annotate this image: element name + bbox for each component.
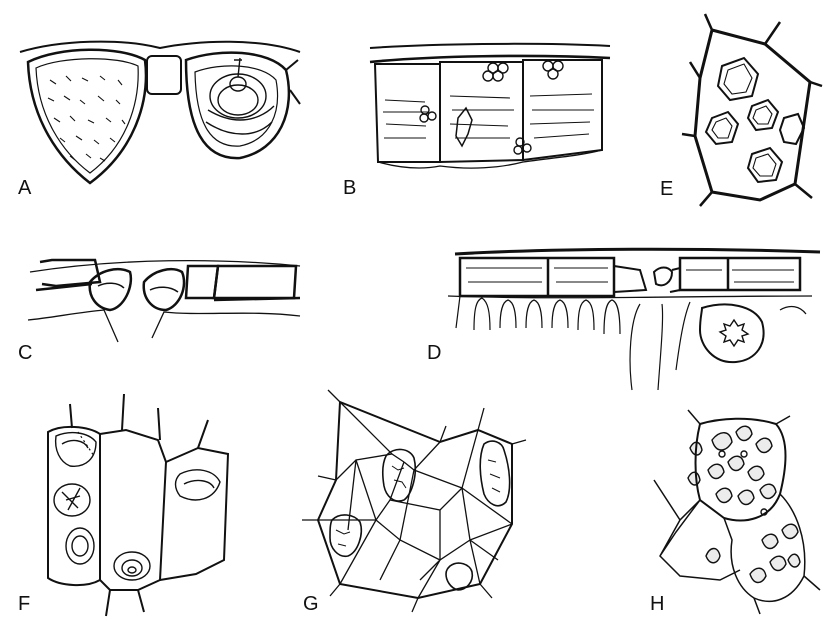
panel-label-h: H (650, 593, 664, 615)
panel-d-palisade-cells (456, 296, 806, 390)
panel-e-druse-crystals (706, 58, 804, 182)
panel-a-left-cell (28, 50, 146, 183)
panel-b-needle-crystal (456, 108, 472, 146)
panel-b-drawing (370, 44, 610, 168)
panel-a-drawing (20, 42, 300, 183)
panel-f-cell-right (160, 448, 228, 580)
panel-c-guard-cell-right-inner (150, 287, 178, 292)
panel-f-crystal-sections (54, 433, 220, 580)
panel-d-crystal-cell (700, 304, 764, 362)
panel-b-crystal-clusters (420, 61, 563, 154)
panel-h-cell-left-outer (654, 410, 820, 614)
panel-a-left-cell-striations (48, 76, 125, 161)
panel-a-right-cell (186, 53, 289, 159)
panel-f-drawing (48, 394, 228, 616)
panel-g-drawing (302, 390, 526, 612)
panel-d-druse (720, 320, 748, 346)
panel-a-left-cell-inner (36, 59, 138, 173)
panel-h-drawing (654, 410, 820, 614)
panel-label-e: E (660, 178, 673, 200)
panel-g-wall-stubs (302, 390, 526, 612)
panel-h-cell-lower (724, 494, 805, 601)
panel-g-outer-wall (318, 402, 512, 598)
panel-label-g: G (303, 593, 319, 615)
panel-labels: A B C D E F G H (18, 177, 673, 615)
panel-e-drawing (682, 14, 822, 206)
panel-a-upper-wall (20, 42, 300, 52)
panel-d-drawing (448, 249, 820, 390)
panel-c-guard-cell-left (90, 269, 131, 310)
panel-b-cell-lines (383, 94, 594, 138)
panel-c-mesophyll-line (28, 310, 300, 342)
panel-h-cell-left (660, 500, 740, 580)
panel-b-upper-wall (370, 44, 610, 48)
panel-c-guard-cell-left-inner (98, 283, 124, 288)
panel-c-cell-2 (186, 266, 218, 298)
panel-label-b: B (343, 177, 356, 199)
panel-label-f: F (18, 593, 30, 615)
panel-d-cell-lines (466, 268, 794, 282)
panel-d-upper-wall (455, 249, 820, 254)
panel-d-guard-cells (614, 266, 680, 292)
panel-label-d: D (427, 342, 441, 364)
panel-e-wall-stubs (682, 14, 822, 206)
panel-c-guard-cell-right (144, 269, 184, 310)
panel-label-a: A (18, 177, 32, 199)
panel-a-right-cell-crystal-rings (206, 58, 274, 134)
panel-f-cell-middle (100, 430, 166, 590)
panel-c-drawing (28, 260, 300, 342)
panel-label-c: C (18, 342, 32, 364)
panel-c-cell-3 (214, 266, 296, 298)
panel-a-middle-cell (147, 56, 181, 94)
panel-b-lower-wall (378, 150, 602, 168)
panel-b-cell-2 (440, 62, 523, 162)
